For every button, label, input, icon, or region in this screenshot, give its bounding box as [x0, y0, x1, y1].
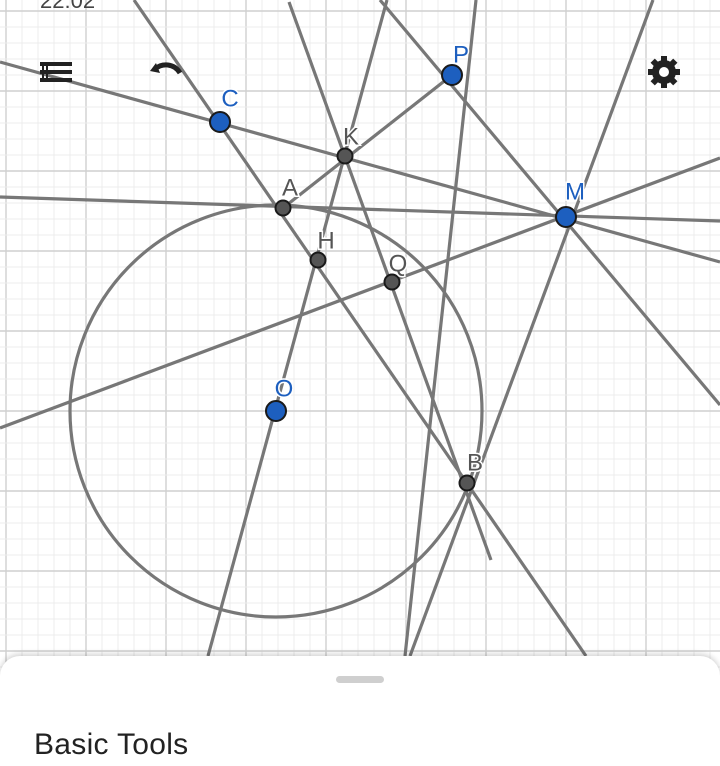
label-p: P — [453, 41, 469, 68]
line-a-m[interactable] — [0, 195, 720, 223]
line-c-b[interactable] — [132, 0, 588, 657]
undo-button[interactable] — [142, 48, 190, 96]
label-b: B — [467, 449, 483, 476]
line-m-b[interactable] — [408, 0, 655, 657]
tools-bottom-sheet[interactable]: Basic Tools — [0, 656, 720, 766]
label-k: K — [343, 123, 359, 150]
point-o[interactable] — [265, 400, 287, 422]
label-q: Q — [389, 250, 408, 277]
point-a[interactable] — [274, 199, 292, 217]
point-h[interactable] — [309, 251, 327, 269]
point-q[interactable] — [383, 273, 401, 291]
status-bar: 22:02 — [0, 0, 720, 12]
gear-icon — [648, 56, 680, 88]
settings-button[interactable] — [640, 48, 688, 96]
line-q-m[interactable] — [0, 156, 720, 430]
label-a: A — [282, 174, 298, 201]
point-m[interactable] — [555, 206, 577, 228]
point-b[interactable] — [458, 474, 476, 492]
points: C P M O K AH Q B — [209, 40, 587, 492]
sheet-drag-handle[interactable] — [336, 676, 384, 683]
label-h: H — [317, 227, 334, 254]
sheet-title: Basic Tools — [34, 728, 189, 761]
point-p[interactable] — [441, 64, 463, 86]
line-p-q[interactable] — [403, 0, 478, 657]
construction-lines — [0, 0, 720, 657]
line-c-m[interactable] — [0, 60, 720, 264]
label-c: C — [221, 85, 238, 112]
menu-button[interactable] — [32, 48, 80, 96]
status-time: 22:02 — [40, 0, 95, 12]
line-o-k[interactable] — [206, 0, 389, 657]
label-o: O — [275, 375, 294, 402]
line-p-m[interactable] — [378, 0, 720, 407]
label-m: M — [565, 178, 585, 205]
undo-icon — [150, 62, 183, 75]
line-a-p[interactable] — [282, 73, 453, 210]
hamburger-menu-icon — [40, 62, 72, 82]
point-k[interactable] — [336, 147, 354, 165]
point-c[interactable] — [209, 111, 231, 133]
